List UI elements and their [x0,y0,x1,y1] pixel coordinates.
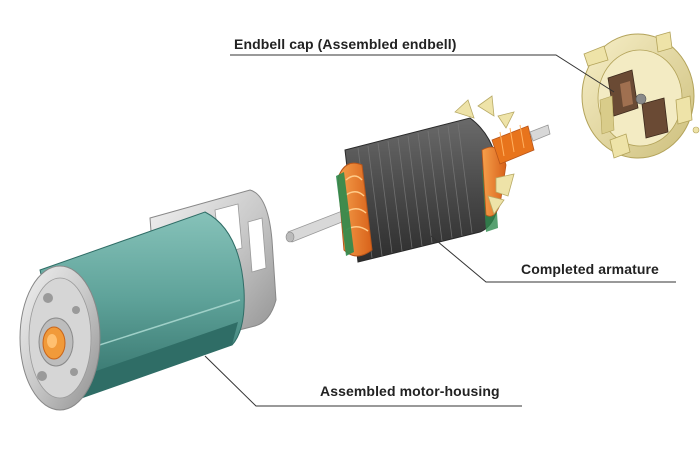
endbell-cap-icon [581,31,700,159]
motor-housing-label: Assembled motor-housing [320,383,500,399]
completed-armature-label: Completed armature [521,261,659,277]
motor-housing-icon [19,189,277,411]
endbell-leader-line [230,54,615,93]
armature-icon [285,95,551,263]
endbell-cap-label: Endbell cap (Assembled endbell) [234,36,457,52]
armature-leader-line [430,235,676,283]
housing-leader-line [204,355,522,407]
